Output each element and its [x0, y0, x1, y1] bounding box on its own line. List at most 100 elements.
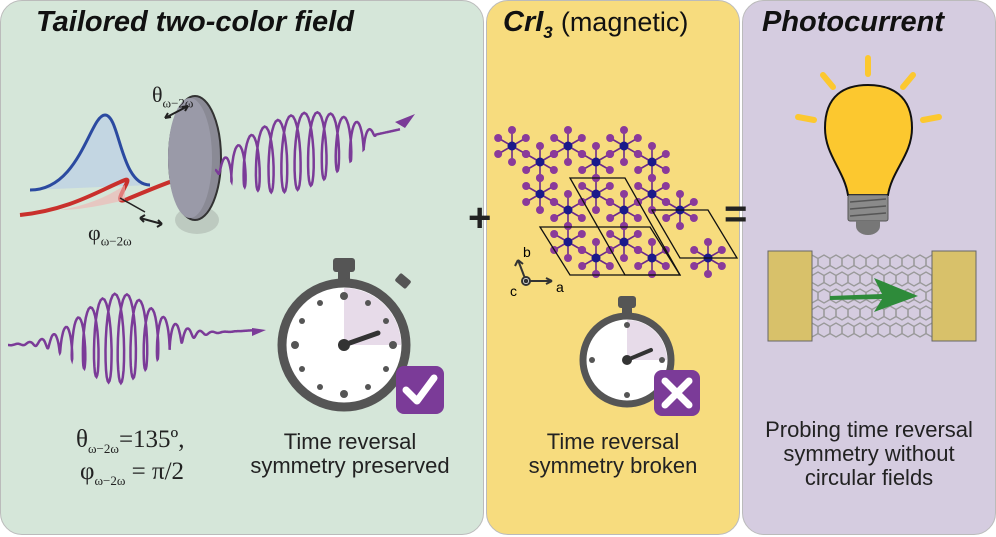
iodine-atom — [690, 246, 699, 254]
iodine-atom — [661, 166, 670, 174]
iodine-atom — [606, 230, 615, 238]
iodine-atom — [564, 190, 572, 198]
iodine-atom — [578, 246, 587, 254]
plus-operator: + — [468, 196, 492, 240]
iodine-atom — [605, 262, 614, 270]
two-color-field-panel — [0, 0, 484, 535]
phi-arrow-icon — [119, 197, 163, 228]
iodine-atom — [676, 222, 684, 230]
iodine-atom — [522, 166, 531, 174]
iodine-atom — [577, 134, 586, 142]
chromium-atom — [619, 237, 629, 247]
chromium-atom — [647, 189, 657, 199]
chromium-atom — [563, 141, 573, 151]
chromium-atom — [619, 141, 629, 151]
chromium-atom — [591, 157, 601, 167]
iodine-atom — [592, 270, 600, 278]
iodine-atom — [605, 150, 614, 158]
iodine-atom — [620, 126, 628, 134]
iodine-atom — [689, 198, 698, 206]
iodine-atom — [592, 206, 600, 214]
chromium-atom — [591, 253, 601, 263]
iodine-atom — [578, 150, 587, 158]
theta-label: θω−2ω — [152, 82, 194, 111]
iodine-atom — [661, 182, 670, 190]
theta-equation: θω−2ω=135º, — [76, 426, 185, 456]
chromium-atom — [647, 253, 657, 263]
cross-badge-icon — [654, 370, 700, 416]
waveplate — [168, 95, 222, 234]
iodine-atom — [522, 198, 531, 206]
iodine-atom — [577, 214, 586, 222]
iodine-atom — [634, 150, 643, 158]
iodine-atom — [564, 126, 572, 134]
iodine-atom — [550, 134, 559, 142]
cri3-crystal-lattice — [494, 126, 726, 278]
iodine-atom — [662, 214, 671, 222]
iodine-atom — [536, 174, 544, 182]
iodine-atom — [634, 246, 643, 254]
iodine-atom — [550, 214, 559, 222]
iodine-atom — [577, 198, 586, 206]
iodine-atom — [634, 166, 643, 174]
iodine-atom — [648, 174, 656, 182]
wave2-arrowhead — [252, 328, 266, 336]
iodine-atom — [508, 158, 516, 166]
iodine-atom — [592, 238, 600, 246]
field-panel-title: Tailored two-color field — [36, 6, 354, 38]
iodine-atom — [522, 150, 531, 158]
iodine-atom — [620, 254, 628, 262]
axis-a-label: a — [556, 279, 564, 295]
gaussian-pulse-blue — [19, 113, 211, 217]
chromium-atom — [647, 157, 657, 167]
iodine-atom — [606, 214, 615, 222]
iodine-atom — [521, 134, 530, 142]
current-arrow-icon — [830, 278, 918, 312]
iodine-atom — [633, 214, 642, 222]
iodine-atom — [549, 150, 558, 158]
iodine-atom — [620, 158, 628, 166]
iodine-atom — [494, 134, 503, 142]
iodine-atom — [578, 262, 587, 270]
iodine-atom — [689, 214, 698, 222]
iodine-atom — [717, 262, 726, 270]
iodine-atom — [717, 246, 726, 254]
iodine-atom — [508, 126, 516, 134]
equals-operator: = — [724, 192, 748, 236]
iodine-atom — [634, 262, 643, 270]
elliptical-wave-output — [214, 110, 401, 195]
iodine-atom — [578, 166, 587, 174]
axis-b-label: b — [523, 244, 531, 260]
iodine-atom — [633, 230, 642, 238]
chromium-atom — [563, 205, 573, 215]
material-panel-title: CrI3 (magnetic) — [503, 6, 689, 42]
iodine-atom — [633, 134, 642, 142]
iodine-atom — [704, 270, 712, 278]
phi-label: φω−2ω — [88, 220, 132, 249]
chromium-atom — [591, 189, 601, 199]
chromium-atom — [563, 237, 573, 247]
iodine-atom — [578, 182, 587, 190]
iodine-atom — [549, 182, 558, 190]
iodine-atom — [577, 230, 586, 238]
theta-arrow-icon — [164, 105, 189, 119]
linear-wave — [8, 292, 252, 386]
iodine-atom — [549, 166, 558, 174]
iodine-atom — [648, 270, 656, 278]
iodine-atom — [620, 222, 628, 230]
iodine-atom — [648, 142, 656, 150]
iodine-atom — [606, 198, 615, 206]
wave-arrowhead — [395, 114, 415, 128]
iodine-atom — [522, 182, 531, 190]
chromium-atom — [535, 189, 545, 199]
lightbulb-icon — [795, 55, 942, 235]
iodine-atom — [494, 150, 503, 158]
iodine-atom — [676, 190, 684, 198]
stopwatch-icon — [277, 258, 411, 412]
unit-cells — [538, 177, 739, 276]
iodine-atom — [661, 150, 670, 158]
